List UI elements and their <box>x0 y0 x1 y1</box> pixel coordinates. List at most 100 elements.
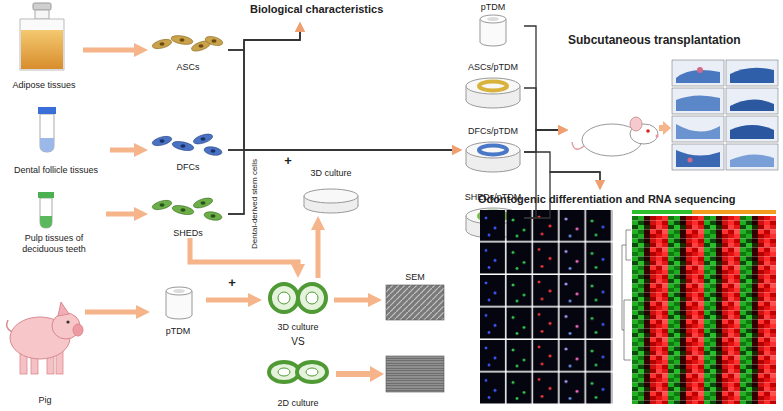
composite-dish: DFCs/pTDM <box>462 126 524 178</box>
dendrogram <box>622 230 631 360</box>
flow-arrow <box>659 121 671 135</box>
connector <box>228 50 452 150</box>
histology-vessel <box>697 67 703 73</box>
cell-nucleus <box>181 208 186 212</box>
pig-eye <box>66 320 69 323</box>
pig-ear <box>58 302 69 316</box>
bottle-body <box>20 19 64 70</box>
cell-nucleus <box>211 149 216 153</box>
sem-panel: SEM <box>382 272 448 322</box>
node-label: Odontogenic differentiation and RNA sequ… <box>478 193 736 206</box>
cell <box>171 204 194 216</box>
pig-tail <box>7 320 12 332</box>
step-heading: Biological characteristics <box>250 3 420 22</box>
cell-nucleus <box>160 203 165 207</box>
cell-nucleus <box>211 214 216 218</box>
connector <box>316 230 321 278</box>
histology-vessel <box>688 158 693 163</box>
cell-nucleus <box>201 201 206 205</box>
histology-panel <box>672 144 724 170</box>
node-label: Pulp tissues of deciduous teeth <box>8 233 100 254</box>
connector <box>228 32 300 50</box>
node-label: 3D culture <box>310 168 351 178</box>
connector <box>524 26 558 130</box>
cell <box>203 145 222 156</box>
histology-panel <box>672 116 724 142</box>
connector <box>228 32 300 214</box>
culture-ring <box>269 362 299 382</box>
histology-tissue <box>676 95 720 111</box>
flow-arrow <box>336 366 384 382</box>
cell-nucleus <box>180 38 185 42</box>
bottle-neck <box>35 10 49 19</box>
connector <box>206 298 248 303</box>
connector <box>524 130 558 152</box>
histology-panel <box>672 88 724 114</box>
culture-ring <box>278 368 290 376</box>
bracket-label: Dental-derived stem cells <box>250 159 259 249</box>
connector <box>190 238 298 264</box>
histology-tissue <box>730 68 774 83</box>
animal-source: Pig <box>5 285 85 405</box>
connector <box>334 298 368 303</box>
culture-ring <box>297 362 327 382</box>
symbol-label: VS <box>291 336 304 348</box>
matrix-sample: pTDM <box>150 284 206 336</box>
cell-group: DFCs <box>148 128 228 172</box>
culture-dish <box>304 189 358 203</box>
histology-tissue <box>676 150 720 167</box>
node-label: Adipose tissues <box>12 80 75 90</box>
cell-group: SHEDs <box>148 194 228 238</box>
adipose-liquid <box>21 30 63 69</box>
cell-nucleus <box>201 137 206 141</box>
cell-group: ASCs <box>148 34 228 72</box>
culture-ring <box>306 368 318 376</box>
node-label: 2D culture <box>277 398 318 408</box>
connector <box>110 148 134 153</box>
connector <box>83 48 134 53</box>
cell <box>171 140 194 152</box>
ptdm-lumen <box>487 17 499 21</box>
cell-nucleus <box>160 139 165 143</box>
cell-nucleus <box>212 39 217 43</box>
node-label: 3D culture <box>277 322 318 332</box>
node-label: Biological characteristics <box>250 3 383 16</box>
cell-nucleus <box>160 42 165 46</box>
histology-panel <box>726 60 778 86</box>
connector <box>524 152 600 180</box>
heatmap-group-bar <box>692 210 776 214</box>
cell-nucleus <box>181 144 186 148</box>
node-label: pTDM <box>166 326 191 336</box>
node-label: ASCs <box>176 62 199 72</box>
node-label: SEM <box>405 272 425 282</box>
node-label: DFCs/pTDM <box>468 126 518 136</box>
connector <box>524 88 558 130</box>
immunofluorescence-grid <box>480 210 613 405</box>
histology-panel <box>672 60 724 86</box>
symbol-label: + <box>228 276 236 291</box>
histology-tissue <box>730 99 774 111</box>
tissue-source: Adipose tissues <box>5 0 83 90</box>
tube <box>40 114 54 152</box>
node-label: Pig <box>38 395 51 405</box>
histology-panel <box>726 88 778 114</box>
mouse-nose <box>656 135 659 138</box>
tube-content <box>40 216 52 228</box>
sem-image <box>386 285 444 320</box>
matrix-sample: pTDM <box>462 2 524 50</box>
culture-dish <box>466 78 520 94</box>
connector <box>106 212 134 217</box>
node-label: Dental follicle tissues <box>14 165 98 175</box>
node-label: DFCs <box>177 162 200 172</box>
culture-ring <box>298 284 326 312</box>
culture-ring <box>278 292 290 304</box>
tube-cap <box>38 107 56 114</box>
bottle-cap <box>33 3 51 10</box>
cell <box>192 196 213 210</box>
composite-dish: ASCs/pTDM <box>462 62 524 114</box>
cell <box>151 199 172 212</box>
culture-ring <box>270 284 298 312</box>
cell <box>204 35 223 47</box>
pig-snout <box>73 324 83 336</box>
histology-panel <box>726 144 778 170</box>
